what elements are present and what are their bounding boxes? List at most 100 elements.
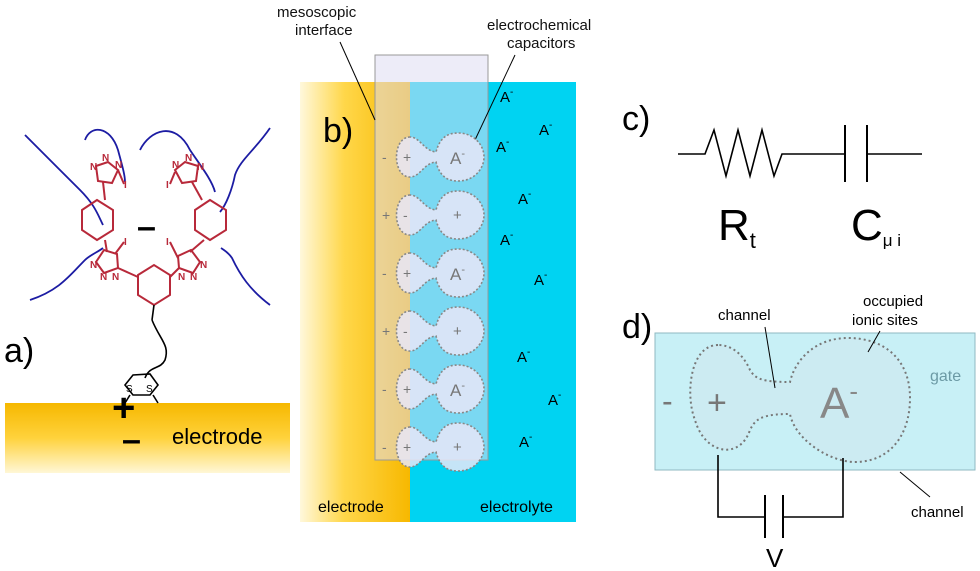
anion-label: A- bbox=[496, 137, 509, 156]
right-benzene-ring bbox=[194, 198, 227, 242]
channel-bottom-leader bbox=[899, 471, 931, 498]
channel-label: channel bbox=[718, 307, 771, 324]
voltage-circuit bbox=[717, 455, 844, 538]
triazole-top-left bbox=[94, 160, 120, 185]
capacitor-site-charge: + bbox=[453, 207, 462, 224]
ionic-site-dotted-outline bbox=[689, 336, 912, 464]
capacitor-site-charge: + bbox=[453, 323, 462, 340]
mesoscopic-interface-line2: interface bbox=[295, 22, 353, 39]
capacitors-leader-line bbox=[474, 54, 516, 141]
capacitor-row: -+A- bbox=[382, 364, 485, 414]
iodine-atom: I bbox=[166, 237, 169, 248]
panel-b-label: b) bbox=[323, 112, 353, 150]
n-atom: N bbox=[178, 272, 185, 283]
anion-label: A- bbox=[539, 120, 552, 139]
anion-label: A- bbox=[500, 230, 513, 249]
capacitor-shape bbox=[395, 364, 485, 414]
bottom-benzene-ring bbox=[137, 263, 171, 307]
anion-label: A- bbox=[517, 347, 530, 366]
capacitor-outer-charge: + bbox=[382, 323, 390, 339]
n-atom: N bbox=[197, 162, 204, 173]
n-atom: N bbox=[185, 153, 192, 164]
capacitor-row: -+A- bbox=[382, 248, 485, 298]
anion-label: A- bbox=[500, 87, 513, 106]
anion-label: A- bbox=[518, 189, 531, 208]
capacitor-row: +-+ bbox=[382, 306, 485, 356]
n-atom: N bbox=[100, 272, 107, 283]
n-atom: N bbox=[90, 162, 97, 173]
capacitor-label: Cμ i bbox=[851, 201, 901, 250]
capacitor-row: +-+ bbox=[382, 190, 485, 240]
atom-labels: N N N N N N N N N N N N I I I I bbox=[90, 153, 207, 283]
capacitor-site-charge: + bbox=[453, 439, 462, 456]
n-atom: N bbox=[115, 160, 122, 171]
capacitor-shape bbox=[395, 306, 485, 356]
panel-c-label: c) bbox=[622, 100, 650, 138]
electrolyte-label: electrolyte bbox=[480, 499, 553, 516]
n-atom: N bbox=[172, 160, 179, 171]
anion-label: A- bbox=[519, 432, 532, 451]
capacitor-shape bbox=[395, 248, 485, 298]
n-atom: N bbox=[102, 153, 109, 164]
n-atom: N bbox=[190, 272, 197, 283]
panel-d: d) - + A- gate channel occupied ionic si… bbox=[622, 293, 976, 571]
capacitor-outer-charge: - bbox=[382, 149, 387, 165]
anion-center-charge: – bbox=[137, 208, 156, 246]
electrolyte-anions: A- A- A- A- A- A- A- A- A- bbox=[496, 87, 561, 451]
gate-label: gate bbox=[930, 368, 961, 385]
capacitor-inner-charge: + bbox=[403, 381, 411, 397]
capacitor-shape bbox=[395, 422, 485, 472]
n-atom: N bbox=[90, 260, 97, 271]
capacitor-outer-charge: - bbox=[382, 439, 387, 455]
capacitor-outer-charge: - bbox=[382, 381, 387, 397]
panel-b: b) mesoscopic interface electrochemical … bbox=[277, 4, 591, 522]
channel-label-bottom: channel bbox=[911, 504, 964, 521]
occupied-sites-line2: ionic sites bbox=[852, 312, 918, 329]
occupied-sites-leader bbox=[867, 330, 881, 353]
capacitor-inner-charge: + bbox=[403, 439, 411, 455]
iodine-atom: I bbox=[166, 180, 169, 191]
gate-plus: + bbox=[707, 384, 727, 422]
alkyl-chains bbox=[24, 127, 271, 306]
capacitor-shape bbox=[395, 190, 485, 240]
capacitor-inner-charge: - bbox=[403, 323, 408, 339]
mesoscopic-interface-line1: mesoscopic bbox=[277, 4, 357, 21]
site-anion: A- bbox=[820, 376, 858, 428]
panel-d-label: d) bbox=[622, 308, 652, 346]
macrocycle-molecule bbox=[81, 160, 227, 307]
anion-label: A- bbox=[534, 270, 547, 289]
iodine-atom: I bbox=[124, 180, 127, 191]
voltage-label: V bbox=[766, 543, 784, 571]
channel-leader bbox=[764, 326, 776, 389]
n-atom: N bbox=[112, 272, 119, 283]
triazole-bottom-left bbox=[94, 248, 120, 275]
left-benzene-ring bbox=[81, 198, 114, 242]
capacitor-outer-charge: - bbox=[382, 265, 387, 281]
resistor-label: Rt bbox=[718, 201, 756, 253]
capacitor-inner-charge: + bbox=[403, 265, 411, 281]
electrochemical-capacitors-line1: electrochemical bbox=[487, 17, 591, 34]
triazole-top-right bbox=[173, 160, 200, 185]
capacitor-rows: -+A-+-+-+A-+-+-+A--++ bbox=[382, 132, 485, 472]
capacitor-inner-charge: - bbox=[403, 207, 408, 223]
iodine-atom: I bbox=[124, 237, 127, 248]
n-atom: N bbox=[200, 260, 207, 271]
triazole-bottom-right bbox=[176, 248, 202, 275]
capacitor-row: -++ bbox=[382, 422, 485, 472]
sulfur-atom: S bbox=[146, 384, 153, 395]
dithiolane-ring bbox=[123, 373, 160, 396]
panel-c: c) Rt Cμ i bbox=[622, 100, 922, 253]
electrode-label-b: electrode bbox=[318, 499, 384, 516]
anchor-linker bbox=[123, 304, 168, 404]
capacitor-shape bbox=[395, 132, 485, 182]
resistor-symbol bbox=[678, 126, 845, 180]
panel-a: a) + – electrode bbox=[4, 127, 290, 473]
capacitor-outer-charge: + bbox=[382, 207, 390, 223]
occupied-sites-line1: occupied bbox=[863, 293, 923, 310]
gate-minus: - bbox=[662, 383, 673, 419]
capacitor-inner-charge: + bbox=[403, 149, 411, 165]
electrode-surface bbox=[5, 403, 290, 473]
electrochemical-capacitors-line2: capacitors bbox=[507, 35, 575, 52]
